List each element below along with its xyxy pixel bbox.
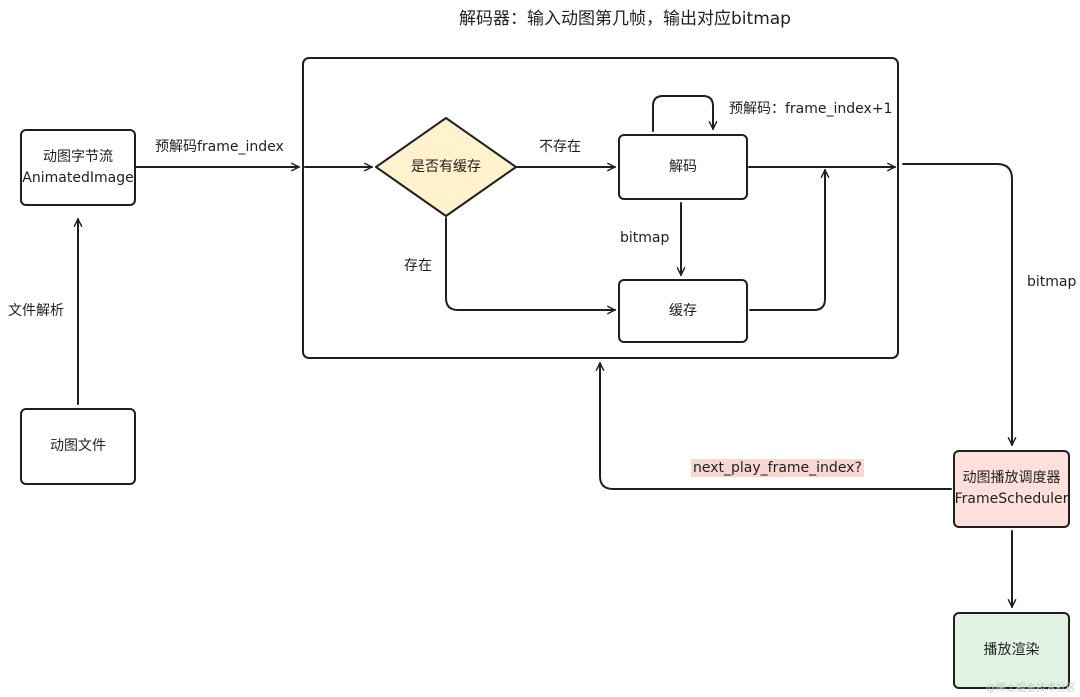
node-animated-file: 动图文件 (20, 408, 136, 485)
label-exists: 存在 (404, 258, 432, 274)
label-not-exists: 不存在 (539, 139, 581, 155)
node-frame-scheduler-line1: 动图播放调度器 (962, 470, 1061, 486)
edge-cache-out (749, 169, 830, 311)
edge-exists (445, 217, 616, 315)
decoder-frame (302, 57, 899, 359)
label-file-parse: 文件解析 (8, 303, 64, 319)
node-cache-label: 缓存 (669, 302, 697, 319)
node-animated-file-label: 动图文件 (50, 438, 106, 454)
node-render: 播放渲染 (953, 612, 1070, 689)
node-decode: 解码 (618, 134, 748, 200)
node-decode-label: 解码 (669, 158, 697, 175)
cache-check-diamond (375, 117, 517, 217)
node-frame-scheduler-line2: FrameScheduler (954, 491, 1069, 507)
node-animated-image-line2: AnimatedImage (22, 169, 134, 186)
edge-next-index (595, 362, 952, 490)
edge-output-bitmap (902, 163, 1017, 446)
label-predecode-next: 预解码：frame_index+1 (729, 101, 893, 117)
watermark: @稀土掘金技术社区 (986, 683, 1076, 694)
label-next-index: next_play_frame_index? (691, 459, 864, 477)
node-render-label: 播放渲染 (983, 642, 1040, 658)
node-cache: 缓存 (618, 279, 748, 343)
label-predecode-index: 预解码frame_index (155, 139, 284, 155)
cache-check-label: 是否有缓存 (411, 159, 481, 175)
edge-predecode-next (652, 95, 718, 132)
node-animated-image: 动图字节流 AnimatedImage (20, 129, 136, 206)
node-frame-scheduler: 动图播放调度器 FrameScheduler (953, 450, 1070, 528)
label-output-bitmap: bitmap (1027, 274, 1077, 290)
node-animated-image-line1: 动图字节流 (43, 148, 113, 165)
label-decode-bitmap: bitmap (620, 230, 670, 246)
diagram-title: 解码器：输入动图第几帧，输出对应bitmap (459, 9, 791, 29)
